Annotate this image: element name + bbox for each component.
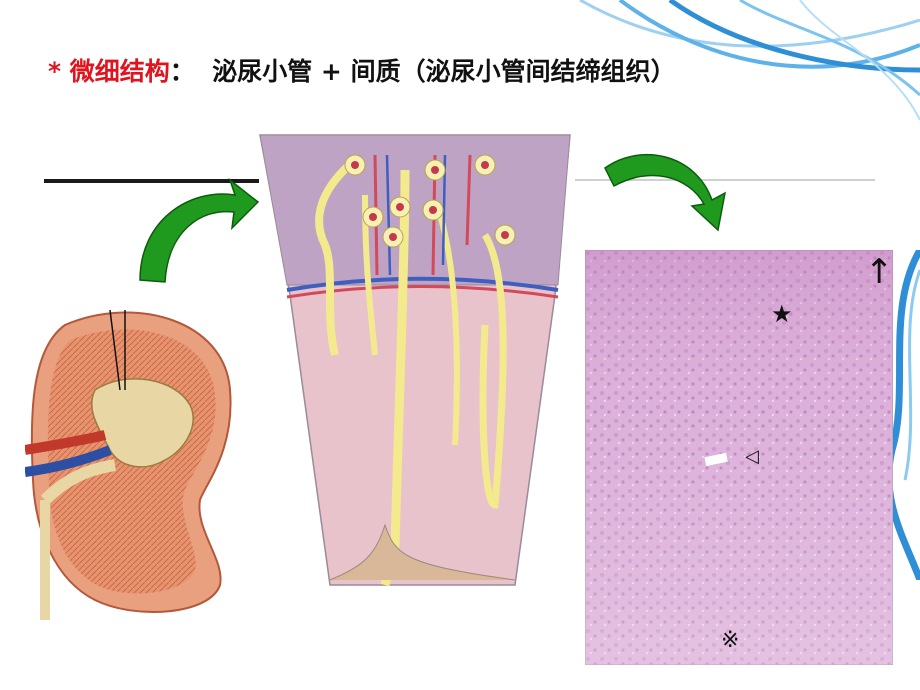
- divider-left: [44, 179, 259, 183]
- curved-arrow-right-icon: [604, 154, 727, 232]
- kidney-section-illustration: [25, 309, 232, 620]
- histology-marker-reference: ※: [721, 628, 740, 653]
- histology-marker-star: ★: [771, 300, 793, 328]
- decorative-swirl-top: [579, 0, 920, 121]
- kidney-histology-micrograph: ↑ ★ ◁ ※: [585, 250, 894, 665]
- title-prefix: * 微细结构: [48, 57, 170, 86]
- slide-title: * 微细结构： 泌尿小管 + 间质（泌尿小管间结缔组织）: [48, 52, 676, 88]
- nephron-schematic-illustration: [259, 134, 571, 587]
- decorative-swirl-right: [885, 250, 920, 580]
- title-body: 泌尿小管 + 间质（泌尿小管间结缔组织）: [212, 57, 676, 86]
- curved-arrow-left-icon: [139, 177, 260, 283]
- histology-marker-arrow: ↑: [865, 252, 894, 292]
- title-colon: ：: [169, 57, 195, 86]
- divider-right: [575, 179, 875, 181]
- histology-marker-arrowhead: ◁: [745, 446, 759, 467]
